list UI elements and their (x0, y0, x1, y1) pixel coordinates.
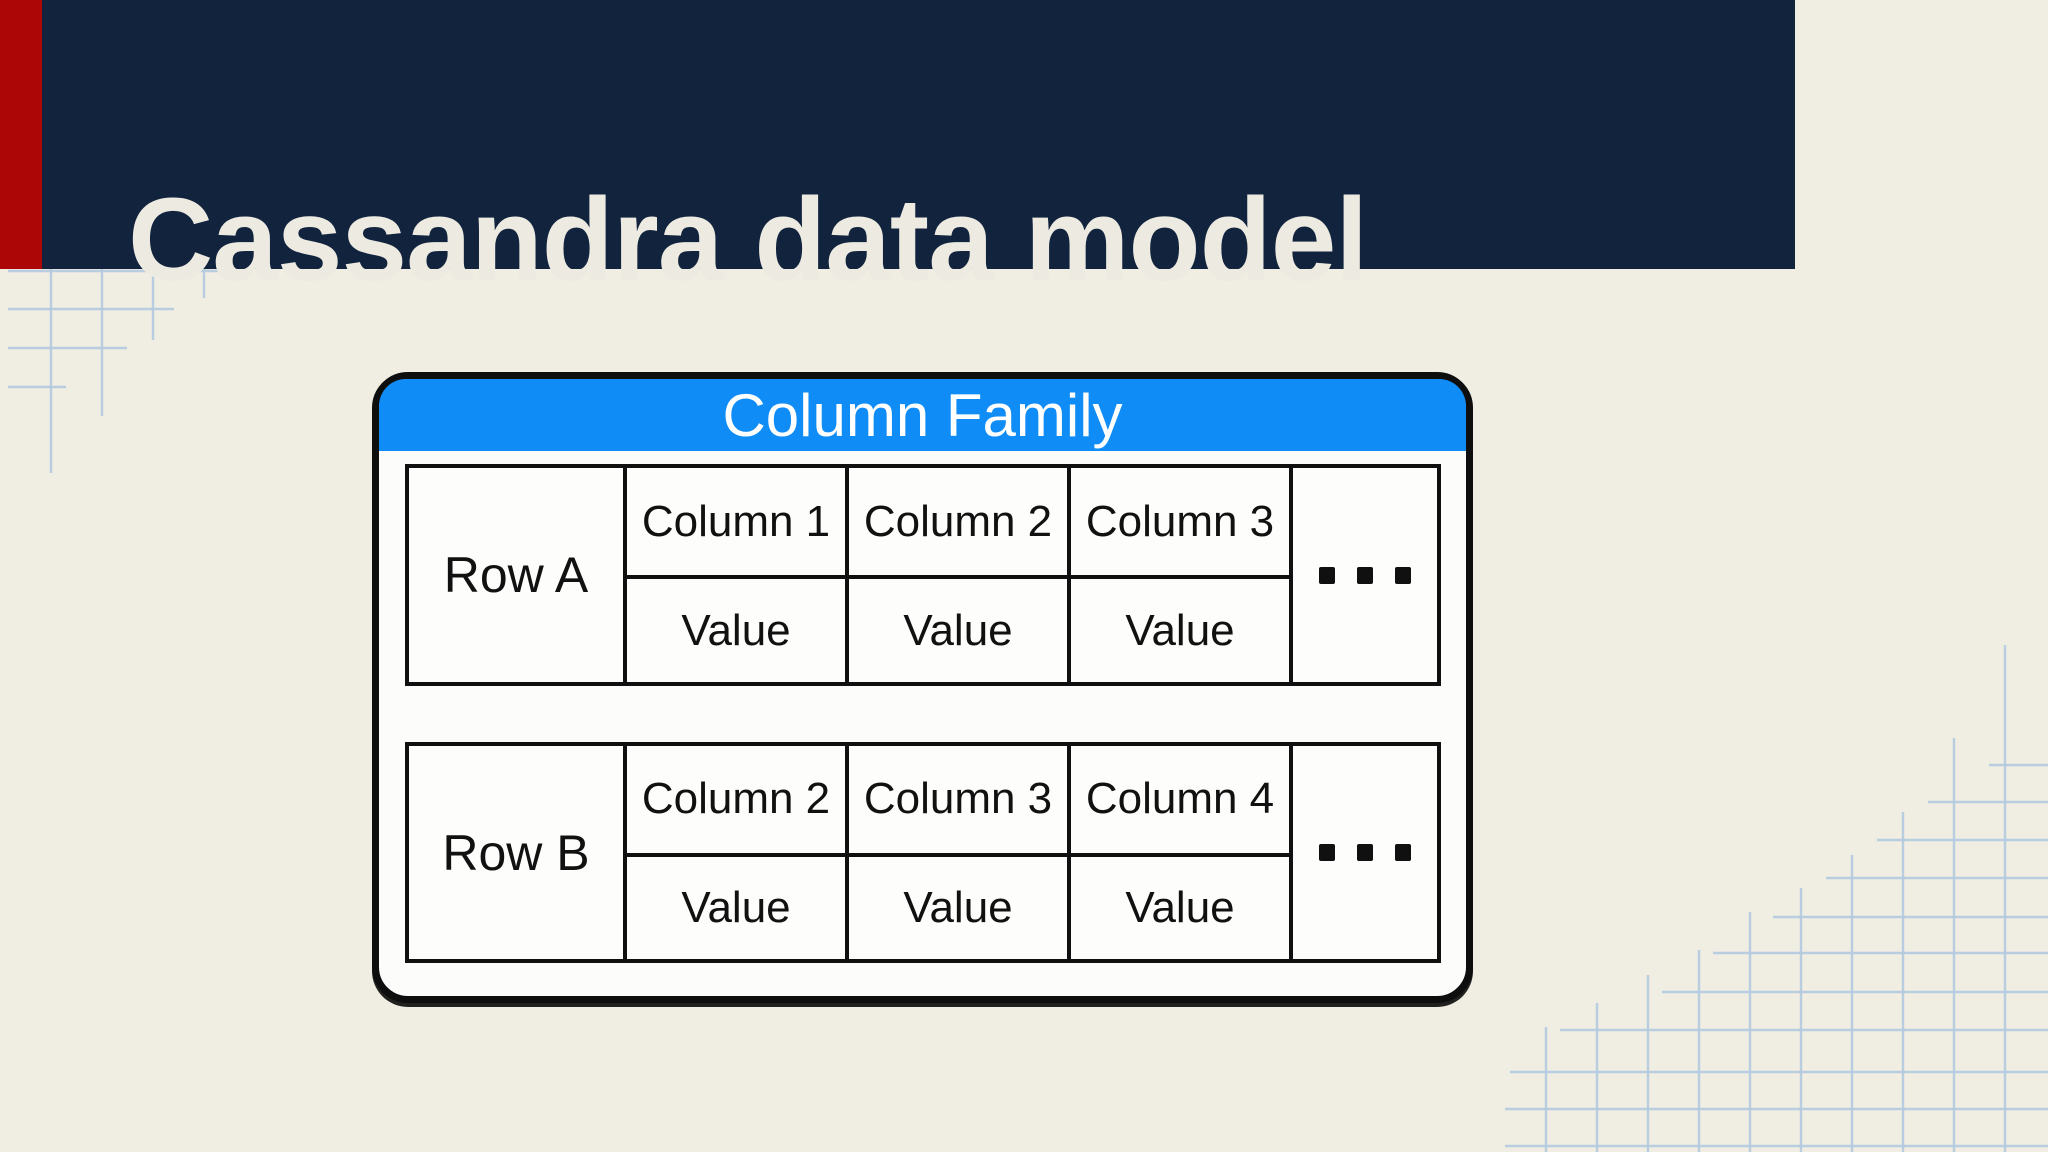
ellipsis-cell (1293, 468, 1437, 682)
column-family-card: Column Family Row A Column 1 Column 2 Co… (372, 372, 1473, 1003)
value-cell: Value (627, 852, 849, 959)
row-label: Row A (409, 468, 627, 682)
column-header: Column 4 (1071, 746, 1293, 853)
value-cell: Value (627, 575, 849, 682)
value-cell: Value (849, 852, 1071, 959)
ellipsis-cell (1293, 746, 1437, 959)
column-family-header: Column Family (379, 379, 1466, 451)
row-label: Row B (409, 746, 627, 959)
ellipsis-icon (1319, 566, 1411, 584)
column-header: Column 3 (1071, 468, 1293, 575)
row-b-table: Row B Column 2 Column 3 Column 4 Value V… (405, 742, 1441, 963)
slide-title: Cassandra data model (128, 174, 1368, 307)
value-cell: Value (1071, 575, 1293, 682)
value-cell: Value (849, 575, 1071, 682)
title-banner (0, 0, 1795, 269)
column-header: Column 1 (627, 468, 849, 575)
row-a-table: Row A Column 1 Column 2 Column 3 Value V… (405, 464, 1441, 686)
accent-stripe (0, 0, 42, 269)
column-header: Column 3 (849, 746, 1071, 853)
column-header: Column 2 (627, 746, 849, 853)
value-cell: Value (1071, 852, 1293, 959)
column-header: Column 2 (849, 468, 1071, 575)
ellipsis-icon (1319, 844, 1411, 861)
